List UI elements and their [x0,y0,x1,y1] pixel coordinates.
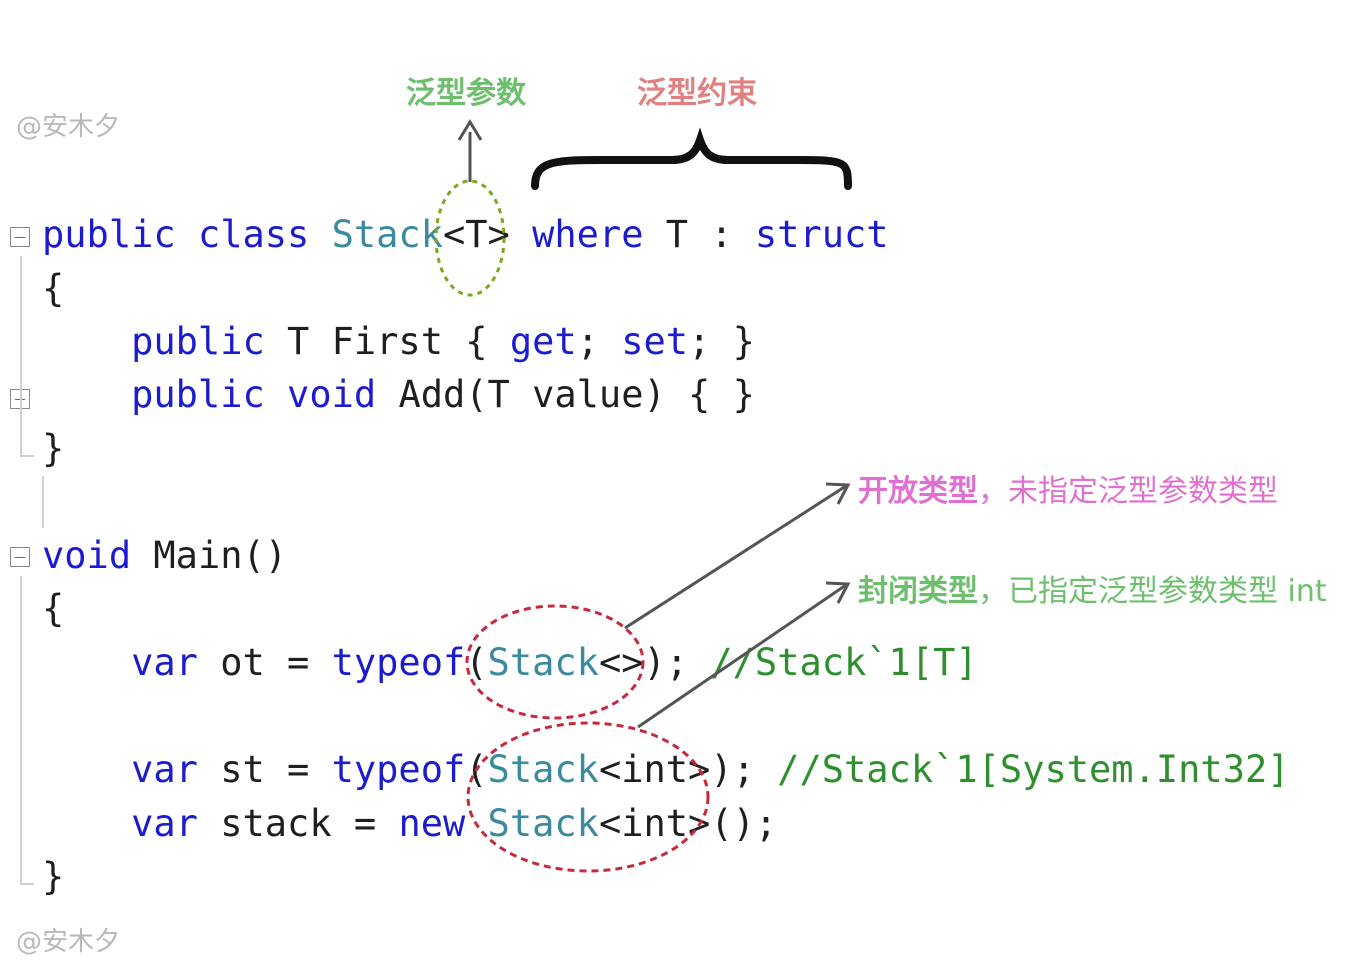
label-generic-constraint: 泛型约束 [637,76,757,111]
kw-class: class [197,213,310,256]
paren-end: ); [710,748,755,791]
kw-public: public [42,213,176,256]
kw-typeof: typeof [331,641,466,684]
code-line-2: { [42,267,64,311]
note-open-type-strong: 开放类型 [858,474,978,509]
watermark-bottom: @安木夕 [16,927,121,957]
semicolon: ; [688,320,711,363]
kw-var: var [131,802,198,845]
note-open-type-rest: ，未指定泛型参数类型 [978,474,1278,509]
kw-var: var [131,641,198,684]
brace: { [465,320,488,363]
var-ot: ot = [220,641,310,684]
comment-closed-type: //Stack`1[System.Int32] [777,748,1290,791]
kw-where: where [532,213,644,256]
kw-new: new [398,802,466,845]
note-closed-type-strong: 封闭类型 [858,574,978,609]
code-line-10: var stack = new Stack<int>(); [42,802,777,846]
kw-typeof: typeof [331,748,466,791]
label-generic-param: 泛型参数 [406,76,526,111]
kw-public: public [131,320,265,363]
kw-void: void [42,534,132,577]
colon: : [710,213,733,256]
kw-get: get [509,320,577,363]
circle-open-type [465,604,645,720]
type-t: T [287,320,310,363]
close-brace: } [42,427,65,470]
open-brace: { [42,267,65,310]
fold-guide-class [20,256,22,456]
brace-constraint [531,127,852,190]
arrow-closed-type-head [825,581,851,604]
semicolon: ; [576,320,599,363]
prop-first: First [331,320,443,363]
method-add: Add(T value) { } [398,373,755,416]
paren: ( [465,641,488,684]
code-line-9: var st = typeof(Stack<int>); //Stack`1[S… [42,748,1290,792]
type-stack: Stack [331,213,443,256]
brace: } [732,320,755,363]
ctor-call: (); [710,802,778,845]
arrow-generic-param-head [457,119,483,141]
watermark-top: @安木夕 [16,112,121,142]
var-st: st = [220,748,310,791]
note-closed-type: 封闭类型，已指定泛型参数类型 int [858,566,1327,610]
arrow-closed-type [637,583,847,729]
kw-public: public [131,373,265,416]
circle-closed-type [466,721,710,873]
code-line-3: public T First { get; set; } [42,320,755,364]
paren-end: ); [643,641,689,684]
method-main: Main() [153,534,288,577]
note-closed-type-rest: ，已指定泛型参数类型 int [978,574,1327,609]
code-line-1: public class Stack<T> where T : struct [42,213,889,257]
note-open-type: 开放类型，未指定泛型参数类型 [858,466,1278,510]
code-line-7: { [42,587,64,631]
fold-toggle-main[interactable] [10,547,30,567]
code-line-5: } [42,427,64,471]
indent-guide [42,476,44,528]
close-brace: } [42,855,65,898]
fold-guide-main-end [20,883,34,885]
open-brace: { [42,587,65,630]
kw-set: set [621,320,689,363]
code-line-8: var ot = typeof(Stack<>); //Stack`1[T] [42,641,978,685]
fold-guide-class-end [20,455,34,457]
generic-open: <> [598,641,644,684]
arrow-open-type [624,484,847,630]
constraint-t: T [665,213,689,256]
kw-void: void [287,373,377,416]
type-stack: Stack [487,802,599,845]
kw-var: var [131,748,198,791]
generic-param-t: <T> [443,213,510,256]
fold-toggle-class[interactable] [10,227,30,247]
type-stack: Stack [487,641,599,684]
generic-int: <int> [598,748,711,791]
type-stack: Stack [487,748,599,791]
var-stack: stack = [220,802,377,845]
kw-struct: struct [754,213,889,256]
code-line-6: void Main() [42,534,287,578]
code-line-4: public void Add(T value) { } [42,373,755,417]
circle-generic-param [434,179,506,297]
generic-int: <int> [598,802,711,845]
code-line-11: } [42,855,64,899]
fold-guide-main [20,576,22,884]
arrow-open-type-head [825,482,851,505]
